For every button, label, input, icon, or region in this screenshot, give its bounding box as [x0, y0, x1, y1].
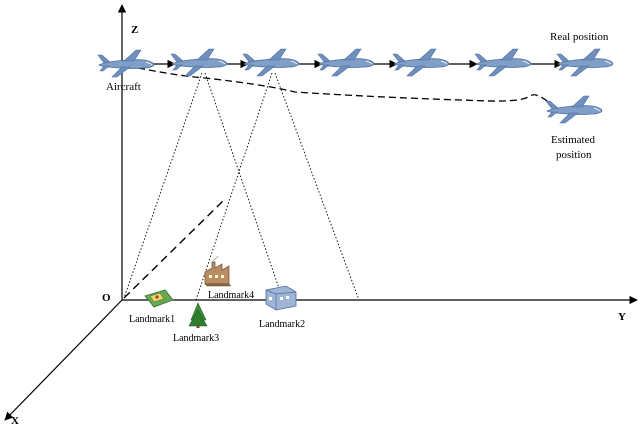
- aircraft-icon: [474, 48, 532, 77]
- landmark-label: Landmark3: [173, 333, 219, 344]
- aircraft-icon: [556, 48, 614, 77]
- building-icon: [265, 285, 297, 311]
- aircraft-icon: [97, 49, 155, 78]
- sight-lines: [123, 72, 360, 301]
- aircraft-icon: [317, 48, 375, 77]
- landmark-label: Landmark1: [129, 314, 175, 325]
- sight-line-2a: [195, 72, 273, 301]
- factory-icon: [204, 255, 232, 287]
- estimated-position-label: Estimated: [551, 134, 595, 146]
- real-position-label: Real position: [550, 31, 609, 43]
- aircraft-icon: [170, 48, 228, 77]
- x-axis: [4, 299, 123, 421]
- landmark-label: Landmark4: [208, 290, 254, 301]
- tree-icon: [188, 302, 208, 328]
- estimated-position-label: position: [556, 149, 592, 161]
- aircraft-icon: [392, 48, 450, 77]
- estimated-aircraft-icon: [545, 95, 603, 124]
- sight-line-1b: [204, 72, 283, 298]
- sight-line-1a: [123, 72, 203, 299]
- y-axis-label: Y: [618, 311, 626, 323]
- sight-line-2b: [274, 72, 360, 301]
- landmark-label: Landmark2: [259, 319, 305, 330]
- origin-label: O: [102, 292, 111, 304]
- estimated-trajectory: [137, 67, 553, 105]
- map-icon: [144, 289, 174, 308]
- origin-dashed-line: [123, 199, 225, 299]
- z-axis-label: Z: [131, 24, 138, 36]
- aircraft-label: Aircraft: [106, 81, 141, 93]
- coordinate-axes: [4, 4, 638, 421]
- x-axis-label: X: [11, 415, 19, 427]
- aircraft-icon: [242, 48, 300, 77]
